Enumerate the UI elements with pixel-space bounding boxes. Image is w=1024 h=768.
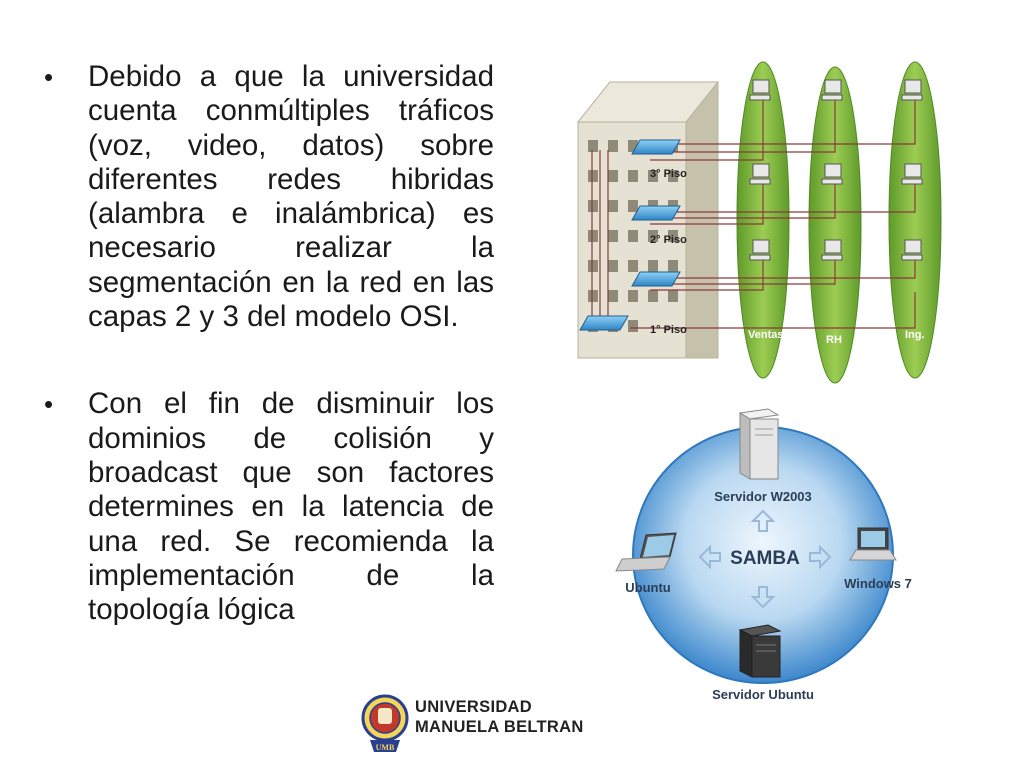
department-label: RH xyxy=(826,334,842,346)
server-label: Servidor W2003 xyxy=(714,489,812,504)
cables xyxy=(591,94,916,329)
client-label: Ubuntu xyxy=(625,580,671,595)
department-label: Ing. xyxy=(905,329,925,341)
laptop-icon xyxy=(615,532,677,572)
arrows xyxy=(698,509,832,609)
computer-icon xyxy=(901,239,923,261)
switch-icon xyxy=(631,205,681,221)
computer-icon xyxy=(821,79,843,101)
department-label: Ventas xyxy=(748,329,783,341)
seal-text: UMB xyxy=(376,743,395,752)
computer-icon xyxy=(749,79,771,101)
computer-icon xyxy=(821,163,843,185)
bullet-dot: • xyxy=(44,389,54,420)
computer-icon xyxy=(901,79,923,101)
server-label: Servidor Ubuntu xyxy=(712,687,814,702)
floor-label: 2° Piso xyxy=(650,234,687,246)
samba-diagram: Servidor W2003 SAMBA Ubuntu Windows 7 Se… xyxy=(615,408,912,702)
arrow-up-icon xyxy=(750,509,776,532)
arrow-left-icon xyxy=(698,544,721,570)
samba-label: SAMBA xyxy=(730,548,800,569)
dept-ellipse-ing xyxy=(888,61,942,379)
university-logo: UMB UNIVERSIDAD MANUELA BELTRAN xyxy=(360,690,600,760)
switch-icon xyxy=(631,139,681,155)
university-seal: UMB xyxy=(361,694,409,752)
bullet-item: • Debido a que la universidad cuenta con… xyxy=(44,60,494,334)
bullet-text: Debido a que la universidad cuenta conmú… xyxy=(88,60,494,334)
bullet-item: • Con el fin de disminuir los dominios d… xyxy=(44,387,494,627)
client-label: Windows 7 xyxy=(844,576,912,591)
server-icon xyxy=(738,408,780,480)
logo-line-2: MANUELA BELTRAN xyxy=(415,718,584,736)
switch-icon xyxy=(631,271,681,287)
laptop-icon xyxy=(849,527,897,561)
network-diagram: 3° Piso 2° Piso 1° Piso Ventas RH Ing. xyxy=(576,61,942,384)
arrow-right-icon xyxy=(809,544,832,570)
logo-line-1: UNIVERSIDAD xyxy=(415,698,532,716)
computer-icon xyxy=(749,163,771,185)
dept-ellipse-rh xyxy=(808,66,862,384)
floor-label: 3° Piso xyxy=(650,168,687,180)
arrow-down-icon xyxy=(750,586,776,609)
floor-label: 1° Piso xyxy=(650,324,687,336)
computer-icon xyxy=(749,239,771,261)
bullet-list: • Debido a que la universidad cuenta con… xyxy=(44,60,494,680)
bullet-text: Con el fin de disminuir los dominios de … xyxy=(88,387,494,627)
computer-icon xyxy=(901,163,923,185)
server-icon xyxy=(738,624,782,678)
bullet-dot: • xyxy=(44,62,54,92)
switch-icon xyxy=(579,315,629,331)
computer-icon xyxy=(821,239,843,261)
